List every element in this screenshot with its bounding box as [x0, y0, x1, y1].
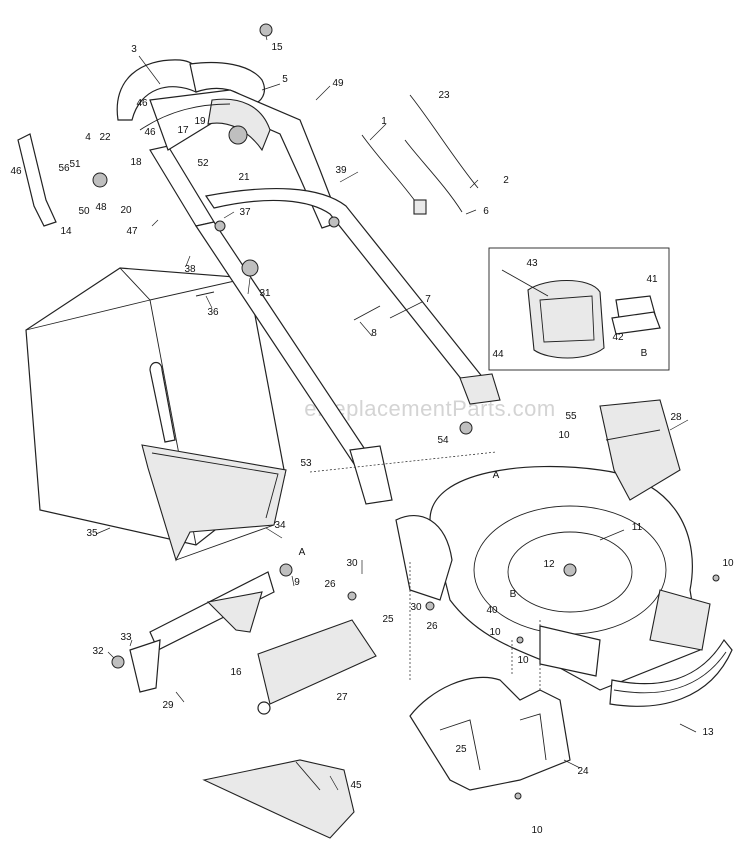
callout-number: 2: [503, 175, 509, 186]
reference-letter: A: [299, 547, 306, 558]
side-deflector: [202, 759, 355, 839]
callout-number: 50: [78, 206, 90, 217]
rear-door: [129, 571, 275, 693]
callout-number: 54: [437, 435, 449, 446]
rear-trim: [609, 638, 733, 707]
callout-number: 25: [382, 614, 394, 625]
callout-number: 37: [239, 207, 251, 218]
callout-number: 41: [646, 274, 658, 285]
lower-handle: [195, 187, 501, 505]
callout-number: 26: [426, 621, 438, 632]
callout-number: 4: [85, 132, 91, 143]
callout-number: 49: [332, 78, 344, 89]
inset-box: [488, 247, 670, 371]
callout-number: 42: [612, 332, 624, 343]
callout-number: 45: [350, 780, 362, 791]
callout-number: 32: [92, 646, 104, 657]
callout-number: 24: [577, 766, 589, 777]
mower-deck: [395, 465, 711, 691]
callout-number: 21: [238, 172, 250, 183]
reference-letter-layer: A A B B: [299, 348, 648, 600]
callout-number: 33: [120, 632, 132, 643]
left-bracket: [17, 133, 57, 227]
callout-number: 51: [69, 159, 81, 170]
callout-number: 40: [486, 605, 498, 616]
callout-number: 20: [120, 205, 132, 216]
callout-number: 29: [162, 700, 174, 711]
callout-number: 47: [126, 226, 138, 237]
callout-number: 56: [58, 163, 70, 174]
callout-number: 6: [483, 206, 489, 217]
callout-number: 31: [259, 288, 271, 299]
callout-number: 9: [294, 577, 300, 588]
callout-number: 43: [526, 258, 538, 269]
callout-number: 11: [632, 522, 643, 533]
callout-number: 48: [95, 202, 107, 213]
callout-number: 19: [194, 116, 206, 127]
upper-handle: [116, 59, 341, 229]
callout-number: 7: [425, 294, 431, 305]
callout-number: 3: [131, 44, 137, 55]
callout-number: 10: [558, 430, 570, 441]
callout-number: 38: [184, 264, 196, 275]
callout-number: 5: [282, 74, 288, 85]
callout-number: 46: [136, 98, 148, 109]
hardware: [92, 23, 720, 800]
callout-number: 53: [300, 458, 312, 469]
callout-number: 35: [86, 528, 98, 539]
callout-number: 10: [517, 655, 529, 666]
rear-flap: [257, 619, 377, 715]
callout-number: 10: [489, 627, 501, 638]
callout-number: 1: [381, 116, 387, 127]
callout-number: 55: [565, 411, 577, 422]
callout-number: 16: [230, 667, 242, 678]
callout-number: 17: [177, 125, 189, 136]
callout-layer: 1234567891010101010111213141516171819202…: [10, 42, 734, 836]
callout-number: 25: [455, 744, 467, 755]
callout-number: 12: [543, 559, 555, 570]
alignment-lines: [309, 451, 541, 690]
bag-frame: [141, 361, 287, 562]
mulch-plug: [409, 676, 571, 791]
side-discharge-chute: [599, 399, 681, 501]
reference-letter: B: [510, 589, 517, 600]
callout-number: 30: [346, 558, 358, 569]
callout-number: 14: [60, 226, 72, 237]
reference-letter: A: [493, 470, 500, 481]
callout-number: 10: [722, 558, 734, 569]
callout-number: 34: [274, 520, 286, 531]
callout-number: 18: [130, 157, 142, 168]
callout-number: 15: [271, 42, 283, 53]
callout-number: 30: [410, 602, 422, 613]
callout-number: 13: [702, 727, 714, 738]
callout-number: 39: [335, 165, 347, 176]
reference-letter: B: [641, 348, 648, 359]
callout-number: 22: [99, 132, 111, 143]
leader-lines: [95, 35, 697, 791]
callout-number: 10: [531, 825, 543, 836]
callout-number: 52: [197, 158, 209, 169]
callout-number: 23: [438, 90, 450, 101]
callout-number: 46: [10, 166, 22, 177]
callout-number: 8: [371, 328, 377, 339]
watermark-text: eReplacementParts.com: [304, 396, 555, 421]
control-cables: [361, 94, 479, 215]
callout-number: 28: [670, 412, 682, 423]
callout-number: 46: [144, 127, 156, 138]
callout-number: 27: [336, 692, 348, 703]
callout-number: 36: [207, 307, 219, 318]
callout-number: 26: [324, 579, 336, 590]
callout-number: 44: [492, 349, 504, 360]
